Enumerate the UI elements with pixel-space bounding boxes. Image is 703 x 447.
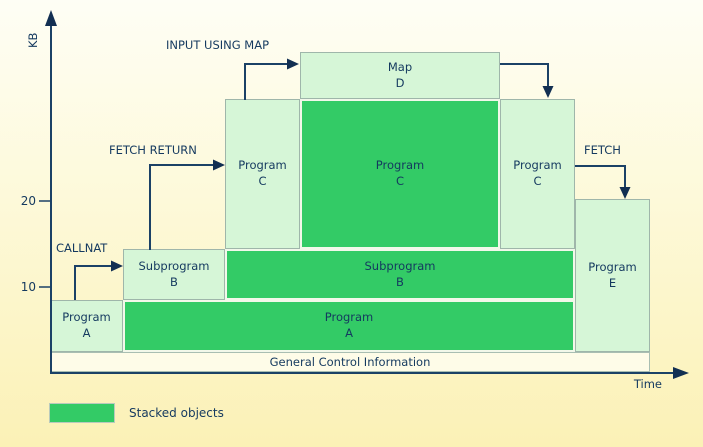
- callnat-arrow: [74, 265, 111, 300]
- y-axis-label: KB: [26, 32, 40, 48]
- block-program-e: Program E: [575, 199, 650, 352]
- block-map-d: Map D: [300, 52, 500, 99]
- block-subprogram-b-letter: B: [170, 274, 178, 289]
- legend-stacked-swatch: [49, 403, 115, 423]
- input-using-map-label: INPUT USING MAP: [166, 38, 270, 52]
- x-axis-label: Time: [633, 377, 662, 391]
- block-subprogram-b: Subprogram B: [123, 249, 225, 300]
- legend: Stacked objects: [49, 403, 224, 423]
- block-program-c-left-title: Program: [238, 158, 287, 173]
- block-map-d-letter: D: [395, 75, 405, 90]
- block-map-d-title: Map: [387, 59, 413, 74]
- fetch-label: FETCH: [584, 143, 621, 157]
- x-axis-arrowhead-icon: [673, 367, 689, 379]
- legend-label: Stacked objects: [129, 406, 224, 420]
- block-subprogram-b-title: Subprogram: [138, 258, 210, 273]
- fetch-arrowhead-icon: [619, 187, 631, 199]
- block-program-c-stacked: Program C: [300, 99, 500, 249]
- callnat-label: CALLNAT: [56, 241, 108, 255]
- y-tick-10: 10: [20, 280, 36, 294]
- block-program-a-stacked: Program A: [123, 300, 575, 352]
- block-program-c-right-title: Program: [513, 158, 562, 173]
- block-program-a-stacked-title: Program: [324, 310, 374, 325]
- fetch-return-label: FETCH RETURN: [109, 143, 197, 157]
- block-program-c-right-letter: C: [533, 174, 542, 188]
- input-using-map-arrowhead-icon: [287, 58, 299, 70]
- block-subprogram-b-stacked-letter: B: [396, 274, 404, 289]
- block-program-c-stacked-title: Program: [375, 158, 425, 173]
- block-program-e-title: Program: [588, 259, 637, 274]
- general-control-information-label: General Control Information: [269, 355, 431, 369]
- block-program-c-left: Program C: [225, 99, 300, 249]
- callnat-arrowhead-icon: [111, 260, 123, 272]
- block-program-c-left-letter: C: [258, 174, 267, 188]
- fetch-return-arrowhead-icon: [213, 159, 225, 171]
- fetch-arrow: [575, 165, 626, 187]
- block-program-e-letter: E: [608, 275, 617, 290]
- block-subprogram-b-stacked: Subprogram B: [225, 249, 575, 300]
- general-control-information-strip: General Control Information: [50, 352, 650, 372]
- block-program-c-stacked-letter: C: [395, 174, 405, 188]
- block-program-a-letter: A: [82, 326, 91, 340]
- map-to-program-c-arrow: [500, 63, 549, 86]
- block-program-a-title: Program: [62, 310, 111, 325]
- input-using-map-arrow: [244, 63, 287, 100]
- block-program-c-right: Program C: [500, 99, 575, 249]
- fetch-return-arrow: [149, 164, 213, 250]
- block-program-a: Program A: [50, 300, 123, 352]
- y-axis-arrowhead-icon: [45, 10, 57, 26]
- block-program-a-stacked-letter: A: [345, 326, 353, 340]
- block-subprogram-b-stacked-title: Subprogram: [364, 258, 436, 273]
- map-to-program-c-arrowhead-icon: [542, 86, 554, 98]
- y-tick-20: 20: [20, 194, 36, 208]
